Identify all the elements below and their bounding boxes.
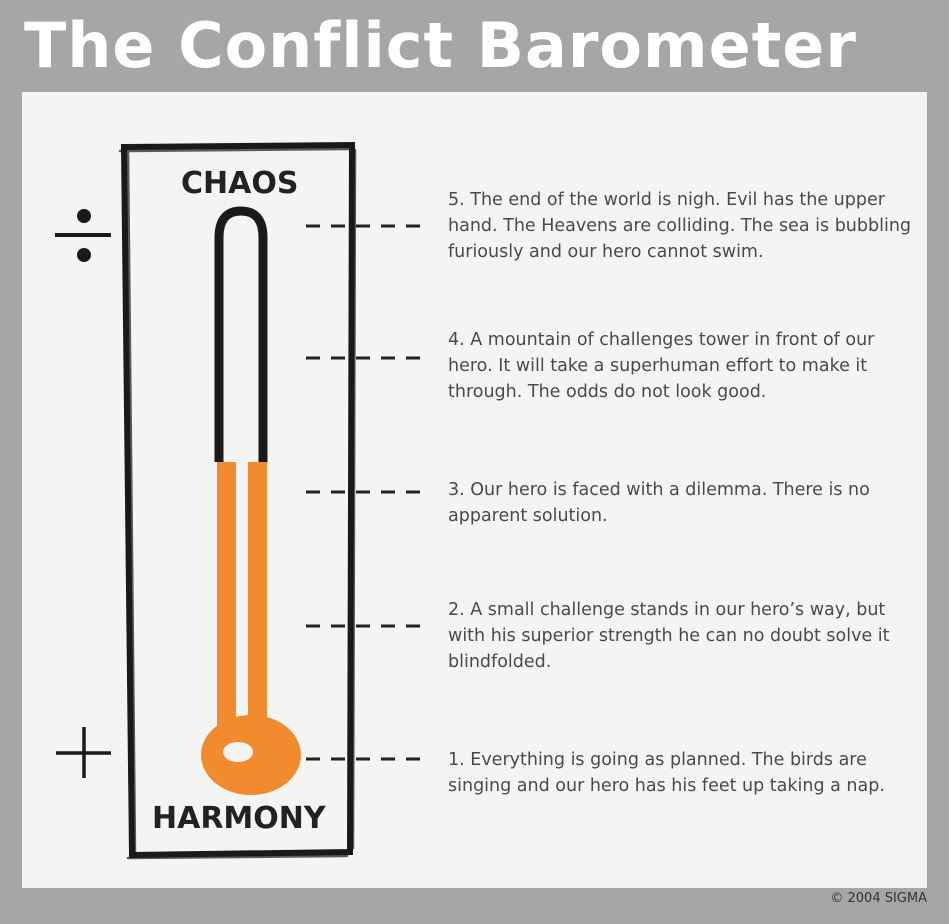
harmony-label: HARMONY (152, 801, 326, 836)
barometer-frame (118, 141, 357, 860)
thermometer (201, 206, 301, 795)
diagram-panel (22, 92, 927, 888)
level-3-description: 3. Our hero is faced with a dilemma. The… (448, 480, 870, 526)
level-1-description: 1. Everything is going as planned. The b… (448, 750, 885, 796)
level-2-description: 2. A small challenge stands in our hero’… (448, 600, 890, 672)
thermometer-core (237, 462, 245, 732)
copyright: © 2004 SIGMA (830, 891, 927, 906)
thermometer-fill-left (217, 462, 236, 740)
page-title: The Conflict Barometer (24, 9, 857, 82)
thermometer-fill-right (248, 462, 267, 740)
thermometer-bulb-hole (223, 742, 253, 762)
level-5-description: 5. The end of the world is nigh. Evil ha… (448, 190, 912, 262)
level-4-description: 4. A mountain of challenges tower in fro… (448, 330, 875, 402)
divide-icon (55, 209, 111, 262)
thermometer-tube (214, 206, 268, 462)
level-markers (306, 224, 430, 761)
plus-icon (56, 727, 111, 778)
chaos-label: CHAOS (181, 166, 299, 201)
